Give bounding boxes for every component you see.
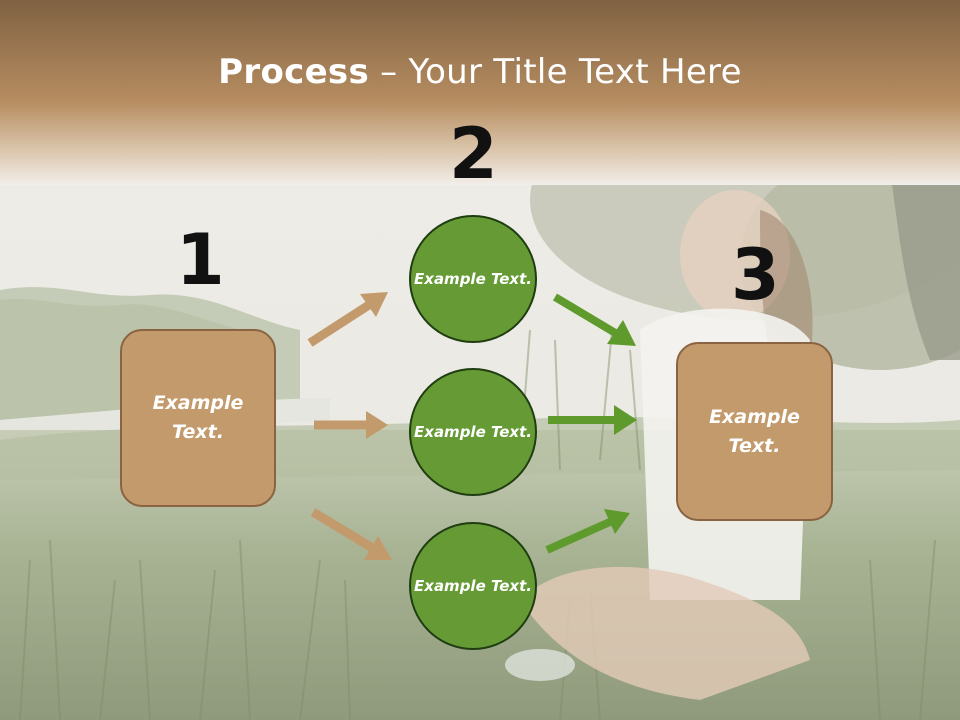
step-3-box: Example Text.: [676, 342, 833, 521]
step-number-1: 1: [176, 219, 225, 301]
arrow-bottom-to-3: [545, 509, 630, 554]
slide-title: Process – Your Title Text Here: [0, 52, 960, 92]
middle-circle-3: Example Text.: [409, 522, 537, 650]
arrow-middle-to-3: [548, 405, 637, 435]
arrow-top-to-3: [552, 293, 636, 346]
arrow-1-to-top: [307, 292, 388, 347]
middle-circle-1: Example Text.: [409, 215, 537, 343]
step-1-box: Example Text.: [120, 329, 276, 507]
step-number-3: 3: [731, 234, 780, 316]
middle-circle-2: Example Text.: [409, 368, 537, 496]
title-rest: – Your Title Text Here: [369, 52, 742, 92]
step-number-2: 2: [449, 113, 498, 195]
arrow-1-to-middle: [314, 411, 388, 439]
title-bold: Process: [218, 52, 370, 92]
arrow-1-to-bottom: [310, 508, 392, 560]
